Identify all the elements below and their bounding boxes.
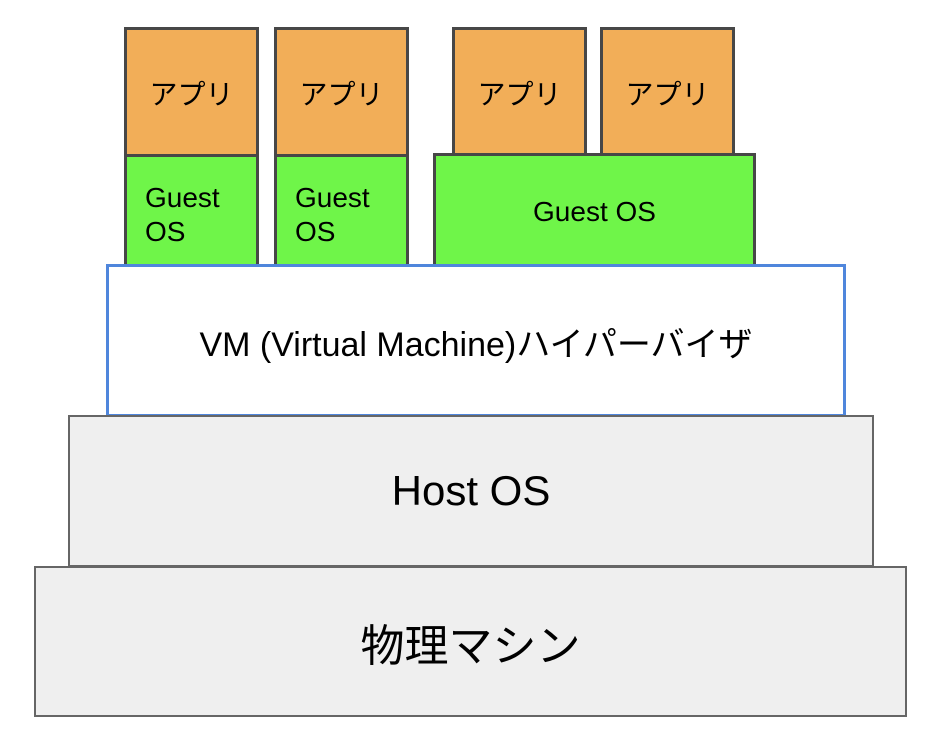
guest-os-label-line2: OS [145, 216, 186, 247]
hypervisor-layer: VM (Virtual Machine)ハイパーバイザ [106, 264, 846, 417]
hypervisor-label: VM (Virtual Machine)ハイパーバイザ [199, 326, 753, 364]
app-label: アプリ [477, 79, 562, 110]
app-label: アプリ [299, 79, 384, 110]
guest-os-label-line1: Guest [145, 182, 220, 214]
guest-os-block-2: Guest OS [274, 154, 409, 270]
guest-os-label-line2: OS [295, 216, 336, 247]
guest-os-label: Guest OS [295, 181, 370, 248]
host-os-layer: Host OS [68, 415, 874, 567]
host-os-label: Host OS [391, 467, 551, 514]
physical-machine-label: 物理マシン [360, 621, 581, 671]
app-block-4: アプリ [600, 27, 735, 157]
app-label: アプリ [625, 79, 710, 110]
guest-os-block-3: Guest OS [433, 153, 756, 270]
guest-os-label: Guest OS [145, 181, 220, 248]
guest-os-label-line1: Guest [295, 182, 370, 214]
app-block-2: アプリ [274, 27, 409, 157]
app-block-3: アプリ [452, 27, 587, 157]
guest-os-block-1: Guest OS [124, 154, 259, 270]
app-block-1: アプリ [124, 27, 259, 157]
guest-os-label: Guest OS [533, 195, 656, 227]
physical-machine-layer: 物理マシン [34, 566, 907, 717]
app-label: アプリ [149, 79, 234, 110]
